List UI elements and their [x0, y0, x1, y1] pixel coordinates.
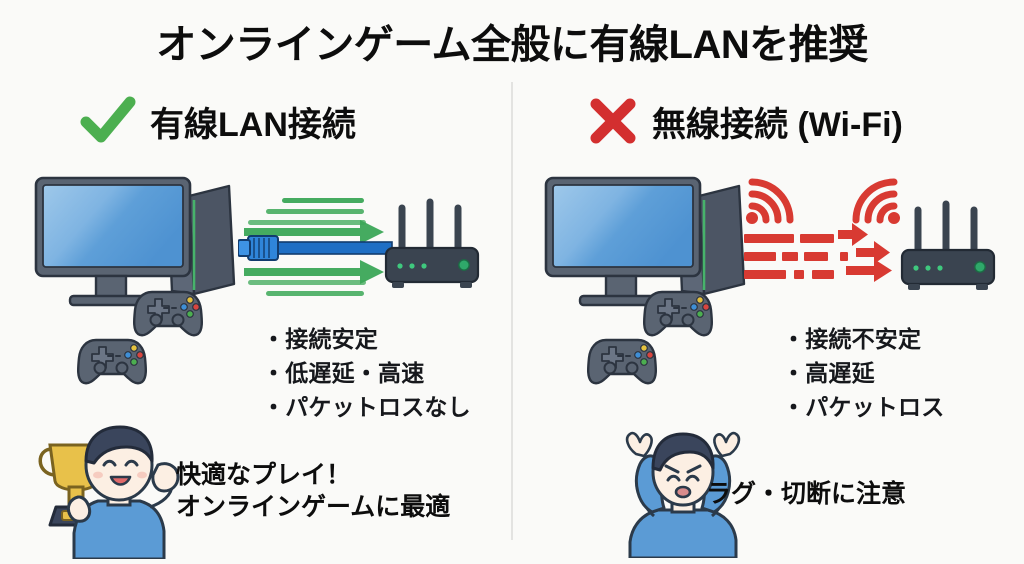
broken-arrow-row-1	[744, 223, 868, 246]
wifi-icon-left	[746, 178, 794, 224]
broken-arrow-row-2	[744, 241, 890, 264]
ethernet-link-illustration	[237, 192, 494, 309]
router-device	[384, 198, 480, 288]
broken-arrow-row-3	[744, 259, 892, 282]
speed-streaks-upper	[248, 198, 366, 225]
check-icon	[80, 96, 136, 146]
router-device	[900, 200, 996, 290]
right-desktop-pc-illustration	[532, 164, 782, 391]
panel-divider	[511, 82, 513, 540]
left-desktop-pc-illustration	[22, 164, 272, 391]
ethernet-cable	[237, 235, 393, 261]
list-item: ・接続安定	[262, 326, 378, 352]
list-item: ・接続不安定	[782, 326, 922, 352]
left-benefit-list: ・接続安定 ・低遅延・高速 ・パケットロスなし	[262, 322, 471, 424]
caption-line: オンラインゲームに最適	[176, 493, 451, 521]
page-title: オンラインゲーム全般に有線LANを推奨	[156, 23, 868, 67]
list-item: ・パケットロスなし	[262, 394, 471, 421]
caption-line: ラグ・切断に注意	[706, 480, 907, 508]
right-drawback-list: ・接続不安定 ・高遅延 ・パケットロス	[782, 322, 944, 424]
left-panel-header: 有線LAN接続	[80, 96, 356, 146]
right-panel-heading: 無線接続 (Wi-Fi)	[652, 105, 903, 144]
wifi-link-illustration	[742, 178, 1004, 309]
happy-boy-with-trophy-illustration	[22, 421, 204, 564]
frustrated-boy-illustration	[608, 424, 758, 563]
right-conclusion-caption: ラグ・切断に注意	[706, 478, 906, 510]
left-panel-heading: 有線LAN接続	[150, 105, 356, 144]
list-item: ・高遅延	[782, 360, 875, 387]
wifi-icon-right	[852, 178, 900, 224]
right-panel-header: 無線接続 (Wi-Fi)	[588, 96, 903, 146]
left-conclusion-caption: 快適なプレイ！ オンラインゲームに最適	[176, 459, 450, 523]
list-item: ・パケットロス	[782, 394, 945, 421]
caption-line: 快適なプレイ！	[176, 461, 352, 489]
cross-icon	[588, 96, 638, 146]
list-item: ・低遅延・高速	[262, 360, 425, 387]
speed-streaks-lower	[248, 280, 366, 296]
